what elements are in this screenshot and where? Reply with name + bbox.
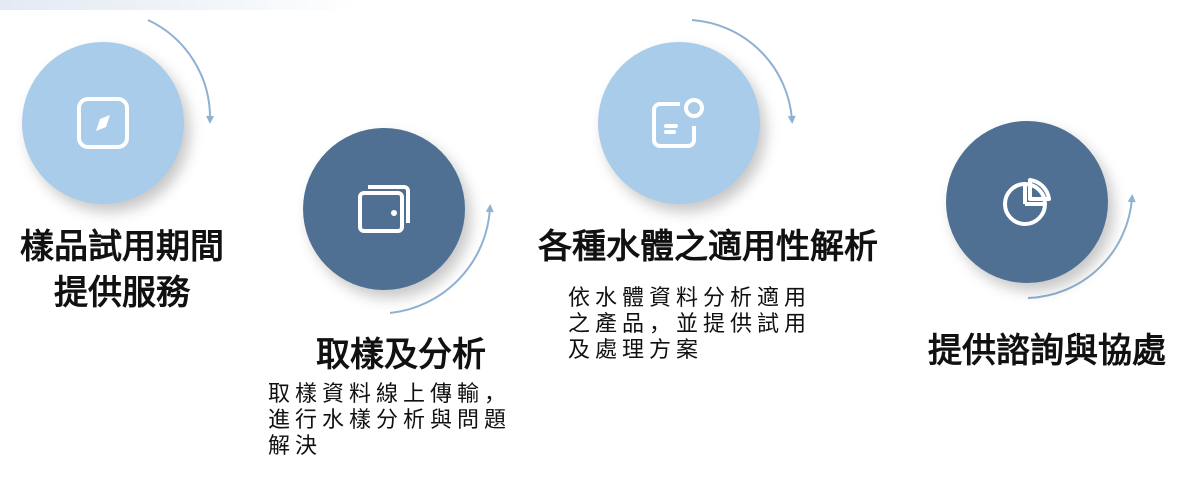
arc-arrow-1 <box>147 19 215 124</box>
step-4-circle <box>946 121 1108 283</box>
pie-chart-icon <box>1003 178 1051 226</box>
step-2-circle <box>303 128 465 290</box>
step-1-circle <box>22 42 184 204</box>
arc-arrow-4 <box>1027 194 1136 299</box>
top-fade-decoration <box>0 0 360 10</box>
step-3-circle <box>598 42 760 204</box>
compass-icon <box>77 97 129 149</box>
wallet-icon <box>358 185 410 233</box>
wallet-badge-icon <box>652 98 704 148</box>
arc-arrow-3 <box>691 19 796 124</box>
arc-arrow-2 <box>389 204 494 314</box>
